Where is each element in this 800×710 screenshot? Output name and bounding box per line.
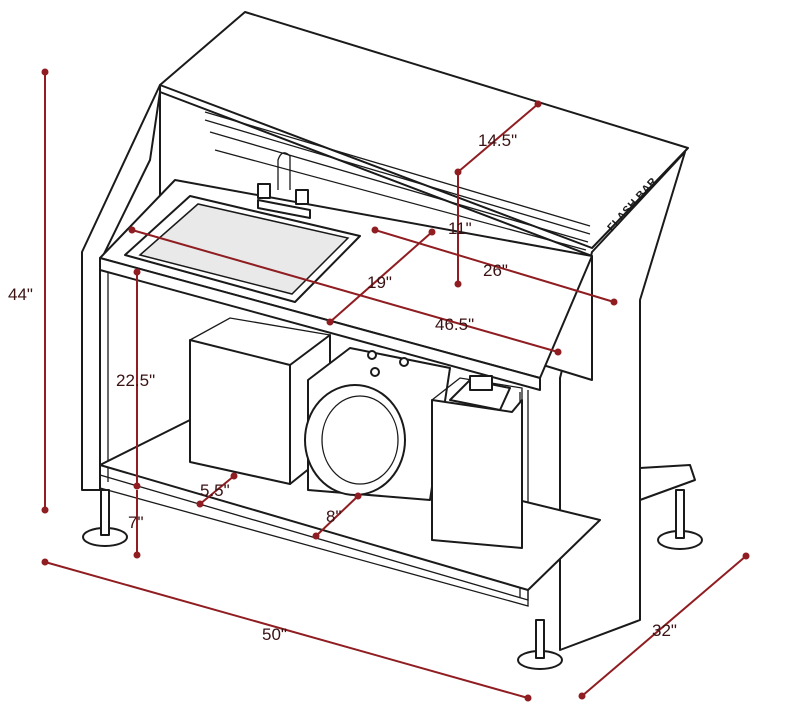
- left-front-frame: [81, 84, 161, 491]
- waste-tank: [431, 375, 523, 549]
- dimension-annotations: 44" 50" 32" 14.5" 11" 26" 19" 46.5" 22.5…: [8, 68, 750, 702]
- dim-label-counter-depth: 26": [483, 261, 508, 280]
- dim-label-depth: 32": [652, 621, 677, 640]
- dim-label-counter-width: 46.5": [435, 315, 474, 334]
- dim-label-counter-drop: 11": [448, 219, 472, 238]
- dim-label-leg-height: 7": [128, 513, 144, 532]
- sink-basin: [138, 203, 350, 295]
- dim-label-sink-width: 19": [367, 273, 392, 292]
- dim-label-top-depth: 14.5": [478, 131, 517, 150]
- dim-label-width: 50": [262, 625, 287, 644]
- dim-label-height: 44": [8, 285, 33, 304]
- top-shelf: [159, 11, 689, 249]
- dim-label-shelf-depth: 8": [326, 507, 342, 526]
- front-fascia: [99, 257, 541, 391]
- dim-label-interior-height: 22.5": [116, 371, 155, 390]
- water-heater: [304, 347, 451, 501]
- dim-label-shelf-clearance: 5.5": [200, 481, 230, 500]
- sink: [124, 152, 361, 303]
- cabinet-body: [81, 11, 689, 651]
- legs: [82, 464, 703, 670]
- faucet: [277, 152, 291, 190]
